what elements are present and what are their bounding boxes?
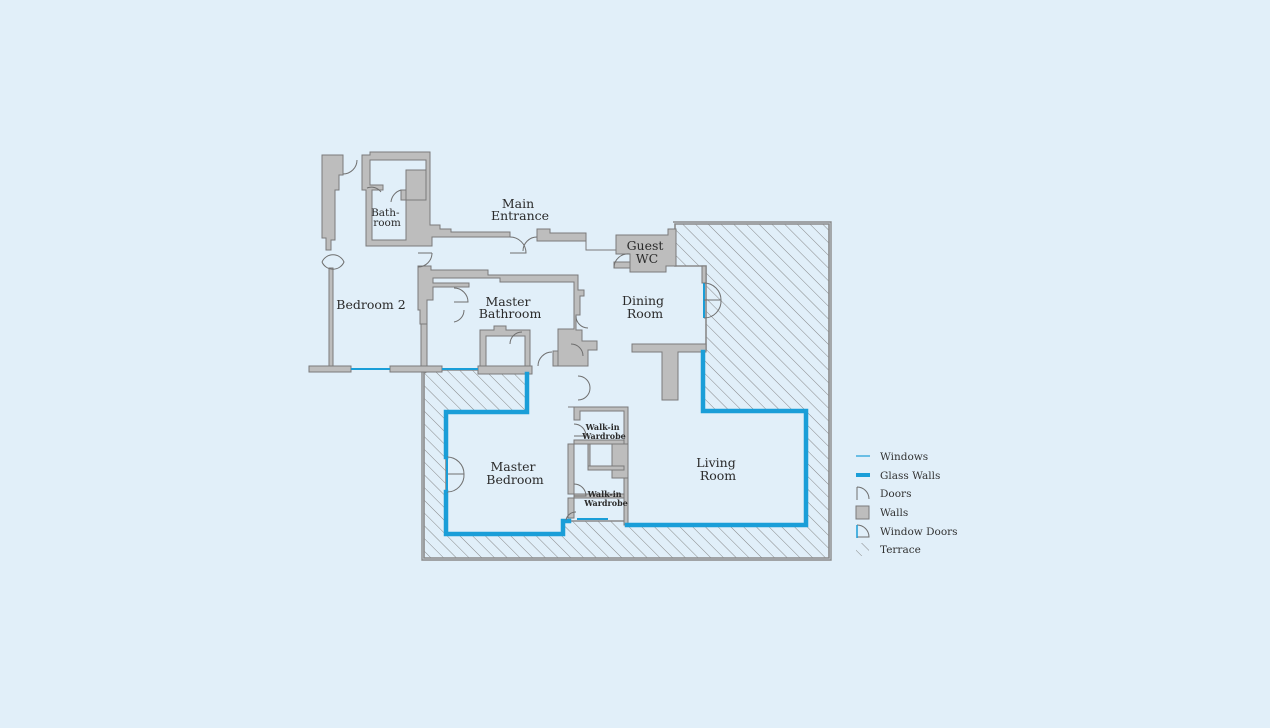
svg-text:Windows: Windows <box>880 451 928 463</box>
legend-window-doors: Window Doors <box>856 524 958 538</box>
walls <box>308 151 707 526</box>
svg-text:Terrace: Terrace <box>880 544 921 556</box>
legend-walls: Walls <box>855 505 908 520</box>
windows <box>351 283 705 520</box>
label-main-entrance: Main Entrance <box>491 196 549 223</box>
legend: Windows Glass Walls Doors Walls Window D… <box>855 451 958 556</box>
svg-text:Glass Walls: Glass Walls <box>880 470 940 482</box>
label-master-bedroom: Master Bedroom <box>486 459 544 487</box>
label-bathroom: Bath- room <box>371 207 403 229</box>
svg-text:Doors: Doors <box>880 488 911 500</box>
legend-terrace: Terrace <box>856 543 921 556</box>
label-dining-room: Dining Room <box>622 293 668 321</box>
legend-doors: Doors <box>856 486 911 500</box>
room-labels: Bath- room Main Entrance Guest WC Bedroo… <box>336 196 739 508</box>
legend-windows: Windows <box>856 451 928 463</box>
window-doors <box>446 282 722 493</box>
label-guest-wc: Guest WC <box>627 238 668 266</box>
glass-walls <box>443 349 809 537</box>
label-walk-in-wardrobe-2: Walk-in Wardrobe <box>583 489 628 508</box>
svg-text:Window Doors: Window Doors <box>880 526 958 538</box>
doors <box>321 159 631 521</box>
legend-glass-walls: Glass Walls <box>856 470 940 482</box>
label-walk-in-wardrobe-1: Walk-in Wardrobe <box>581 422 626 441</box>
svg-text:Walls: Walls <box>880 507 908 519</box>
label-bedroom-2: Bedroom 2 <box>336 297 405 312</box>
label-living-room: Living Room <box>696 455 739 483</box>
label-master-bathroom: Master Bathroom <box>479 294 542 321</box>
